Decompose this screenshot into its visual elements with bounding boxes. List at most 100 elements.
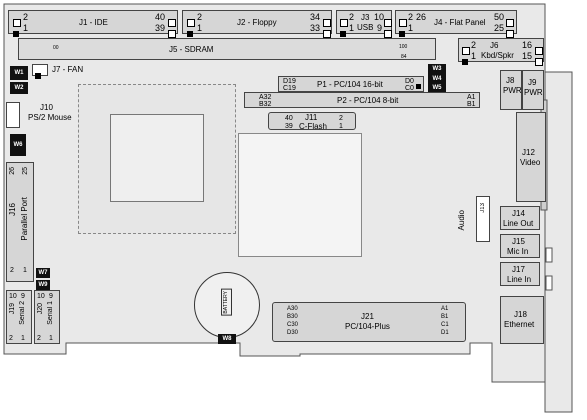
j8-label: J8 bbox=[506, 76, 515, 85]
battery-label: BATTERY bbox=[221, 289, 232, 316]
j16-parallel-port-header[interactable]: 26 25 J16 Parallel Port 2 1 bbox=[6, 162, 34, 282]
j9-label: J9 bbox=[528, 78, 537, 87]
j18-label: J18 bbox=[514, 310, 527, 319]
j15-mic-in-jack[interactable]: J15 Mic In bbox=[500, 234, 540, 258]
pin-square-icon bbox=[384, 18, 392, 27]
pin-square-icon bbox=[506, 29, 514, 38]
jumper-w7[interactable]: W7 bbox=[36, 268, 50, 278]
pin-square-icon bbox=[535, 57, 543, 66]
j16-pin25: 25 bbox=[22, 167, 29, 175]
j14-label: J14 bbox=[512, 209, 525, 218]
j6-kbd-spkr-header[interactable]: 2 1 J6 Kbd/Spkr 16 15 bbox=[458, 38, 544, 66]
j5-pin-left: 00 bbox=[53, 45, 59, 51]
j4-pin25: 25 bbox=[494, 23, 505, 33]
j3-usb-header[interactable]: 2 1 J3 USB 10 9 bbox=[336, 10, 392, 38]
j21-a1: A1 bbox=[441, 306, 449, 312]
j2-pin34: 34 bbox=[310, 12, 321, 22]
j1-ide-header[interactable]: 2 1 J1 - IDE 40 39 bbox=[8, 10, 178, 38]
j21-b1: B1 bbox=[441, 314, 449, 320]
jumper-w3[interactable]: W3 bbox=[428, 64, 446, 74]
j21-a30: A30 bbox=[287, 306, 298, 312]
j21-d30: D30 bbox=[287, 330, 299, 336]
j18-sub: Ethernet bbox=[504, 320, 535, 329]
j20-pin9: 9 bbox=[49, 293, 53, 300]
j4-pin26: 26 bbox=[416, 12, 427, 22]
pin1-square-icon bbox=[13, 30, 19, 37]
j19-pin2: 2 bbox=[9, 335, 13, 342]
j5-pin-right2: 84 bbox=[401, 54, 407, 60]
j9-sub: PWR bbox=[524, 88, 543, 97]
p2-label: P2 - PC/104 8-bit bbox=[337, 96, 399, 105]
j11-cflash-header[interactable]: 40 39 J11 C-Flash 2 1 bbox=[268, 112, 356, 131]
j21-c1: C1 bbox=[441, 322, 449, 328]
j2-pin1: 1 bbox=[197, 23, 203, 33]
j14-sub: Line Out bbox=[503, 219, 534, 228]
jumper-w1[interactable]: W1 bbox=[10, 66, 28, 80]
j20-pin10: 10 bbox=[37, 293, 45, 300]
jumper-w6[interactable]: W6 bbox=[10, 134, 26, 156]
j5-pin-right1: 100 bbox=[399, 44, 408, 50]
j19-serial2-header[interactable]: 10 9 J19 Serial 2 2 1 bbox=[6, 290, 32, 344]
j13-audio-header[interactable]: J13 bbox=[476, 196, 490, 242]
j17-line-in-jack[interactable]: J17 Line In bbox=[500, 262, 540, 286]
j21-label: J21 bbox=[361, 312, 374, 321]
j5-sdram-socket[interactable]: 00 J5 - SDRAM 100 84 bbox=[18, 38, 436, 60]
j21-pc104-plus-header[interactable]: A30 B30 C30 D30 J21 PC/104-Plus A1 B1 C1… bbox=[272, 302, 466, 342]
j16-label: J16 bbox=[8, 203, 17, 216]
jumper-w9[interactable]: W9 bbox=[36, 280, 50, 290]
p1-pc104-16bit-header[interactable]: D19 C19 P1 - PC/104 16-bit D0 C0 bbox=[278, 76, 424, 92]
j2-floppy-header[interactable]: 2 1 J2 - Floppy 34 33 bbox=[182, 10, 332, 38]
j3-pin10: 10 bbox=[374, 12, 385, 22]
p1-d19: D19 bbox=[283, 78, 296, 85]
j13-label: J13 bbox=[480, 203, 486, 213]
cpu-socket-core bbox=[110, 114, 204, 202]
j14-line-out-jack[interactable]: J14 Line Out bbox=[500, 206, 540, 230]
j10-ps2-mouse-header[interactable] bbox=[6, 102, 20, 128]
j1-pin2: 2 bbox=[23, 12, 29, 22]
j19-pin1: 1 bbox=[21, 335, 25, 342]
j2-pin2: 2 bbox=[197, 12, 203, 22]
pin-square-icon bbox=[168, 18, 176, 27]
j12-video-connector[interactable]: J12 Video bbox=[516, 112, 546, 202]
pin-square-icon bbox=[416, 84, 421, 90]
j19-label: J19 bbox=[9, 303, 16, 315]
j7-label: J7 - FAN bbox=[52, 65, 84, 74]
jumper-w5[interactable]: W5 bbox=[428, 84, 446, 92]
j21-b30: B30 bbox=[287, 314, 298, 320]
p1-c0: C0 bbox=[405, 85, 414, 92]
j12-sub: Video bbox=[520, 158, 541, 167]
pin-square-icon bbox=[187, 18, 195, 27]
j20-sub: Serial 1 bbox=[47, 301, 54, 325]
p1-c19: C19 bbox=[283, 85, 296, 92]
j10-sub: PS/2 Mouse bbox=[28, 113, 72, 122]
j20-serial1-header[interactable]: 10 9 J20 Serial 1 2 1 bbox=[34, 290, 60, 344]
j10-label: J10 bbox=[40, 103, 53, 112]
jumper-w4[interactable]: W4 bbox=[428, 74, 446, 84]
j6-pin15: 15 bbox=[522, 51, 533, 61]
jumper-w8[interactable]: W8 bbox=[218, 334, 236, 344]
jumper-w2[interactable]: W2 bbox=[10, 82, 28, 94]
j3-pin1: 1 bbox=[349, 23, 355, 33]
pin-square-icon bbox=[13, 18, 21, 27]
j4-pin2: 2 bbox=[408, 12, 414, 22]
pin1-square-icon bbox=[462, 58, 468, 65]
pin-square-icon bbox=[535, 46, 543, 55]
j3-label: J3 bbox=[361, 13, 370, 22]
j17-sub: Line In bbox=[507, 275, 532, 284]
j18-ethernet-jack[interactable]: J18 Ethernet bbox=[500, 296, 544, 344]
j16-pin1: 1 bbox=[23, 267, 27, 274]
j9-pwr-header[interactable]: J9 PWR bbox=[522, 70, 544, 110]
j20-pin2: 2 bbox=[37, 335, 41, 342]
pin1-square-icon bbox=[187, 30, 193, 37]
j4-flat-panel-header[interactable]: 2 1 26 J4 - Flat Panel 50 25 bbox=[395, 10, 517, 38]
pin-square-icon bbox=[168, 29, 176, 38]
j2-pin33: 33 bbox=[310, 23, 321, 33]
j8-pwr-header[interactable]: J8 PWR bbox=[500, 70, 522, 110]
j15-label: J15 bbox=[512, 237, 525, 246]
p2-pc104-8bit-header[interactable]: A32 B32 P2 - PC/104 8-bit A1 B1 bbox=[244, 92, 480, 108]
j7-fan-header[interactable] bbox=[32, 64, 48, 79]
pin-square-icon bbox=[399, 18, 407, 27]
pin-square-icon bbox=[323, 18, 331, 27]
j2-label: J2 - Floppy bbox=[237, 18, 277, 27]
pin1-square-icon bbox=[340, 30, 346, 37]
